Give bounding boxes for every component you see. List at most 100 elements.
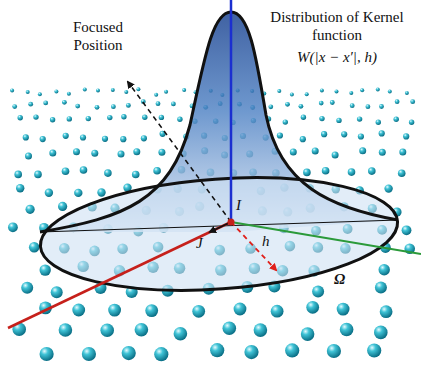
particle xyxy=(376,120,381,125)
particle xyxy=(133,148,140,155)
particle xyxy=(357,116,362,121)
particle xyxy=(95,105,100,110)
particle xyxy=(62,167,70,175)
particle xyxy=(126,103,131,108)
particle xyxy=(192,305,205,318)
particle xyxy=(164,90,168,94)
particle xyxy=(34,171,42,179)
particle xyxy=(111,104,116,109)
particle xyxy=(107,115,112,120)
particle xyxy=(379,130,385,136)
particle xyxy=(337,303,350,316)
particle-label: J xyxy=(196,234,203,252)
particle xyxy=(244,345,258,359)
particle xyxy=(40,264,51,275)
particle xyxy=(145,304,158,317)
particle xyxy=(367,343,381,357)
particle xyxy=(80,166,88,174)
particle xyxy=(136,87,140,91)
particle xyxy=(18,115,23,120)
particle xyxy=(51,286,63,298)
particle xyxy=(8,222,18,232)
particle xyxy=(108,304,121,317)
particle xyxy=(335,89,339,93)
particle xyxy=(33,114,38,119)
particle xyxy=(174,327,188,341)
particle xyxy=(58,202,67,211)
particle xyxy=(285,343,299,357)
radius-label: h xyxy=(262,232,270,250)
particle xyxy=(40,347,54,361)
particle xyxy=(379,264,390,275)
particle xyxy=(26,90,30,94)
particle xyxy=(23,134,29,140)
particle xyxy=(75,104,80,109)
focus-arrow xyxy=(128,82,231,222)
focus-label: Focused Position xyxy=(58,18,138,54)
particle xyxy=(332,152,339,159)
particle xyxy=(299,104,304,109)
particle xyxy=(300,136,306,142)
focused-particle xyxy=(228,219,235,226)
particle xyxy=(384,184,392,192)
support-domain xyxy=(37,167,402,302)
particle xyxy=(348,168,356,176)
particle xyxy=(376,88,380,92)
particle xyxy=(16,184,24,192)
particle xyxy=(349,91,353,95)
particle xyxy=(375,282,387,294)
particle xyxy=(277,89,281,93)
particle xyxy=(10,89,14,93)
particle xyxy=(374,326,388,340)
particle xyxy=(118,151,125,158)
particle xyxy=(306,301,319,314)
particle xyxy=(100,324,114,338)
particle xyxy=(82,347,96,361)
y-axis xyxy=(231,222,421,254)
particle xyxy=(45,189,53,197)
particle xyxy=(28,102,33,107)
particle xyxy=(50,117,55,122)
particle xyxy=(368,167,376,175)
particle xyxy=(322,167,330,175)
particle xyxy=(67,92,71,96)
particle xyxy=(410,99,415,104)
particle xyxy=(283,119,288,124)
particle xyxy=(124,90,128,94)
particle xyxy=(21,282,33,294)
particle xyxy=(303,169,311,177)
particle xyxy=(268,104,273,109)
particle xyxy=(254,323,268,337)
particle xyxy=(319,116,324,121)
particle-label: I xyxy=(236,196,241,214)
particle xyxy=(301,115,306,120)
particle xyxy=(29,242,40,253)
z-axis xyxy=(230,0,233,222)
particle xyxy=(62,100,67,105)
particle xyxy=(83,88,87,92)
particle xyxy=(156,101,161,106)
particle xyxy=(379,104,384,109)
kernel-formula: W(|x − x′|, h) xyxy=(262,48,412,66)
particle xyxy=(141,135,147,141)
particle xyxy=(321,131,327,137)
particle xyxy=(312,286,324,298)
particle xyxy=(154,347,168,361)
particle xyxy=(290,149,297,156)
particle xyxy=(111,88,115,92)
kernel-outline xyxy=(40,12,398,232)
particle xyxy=(305,92,309,96)
particle xyxy=(43,101,48,106)
particle xyxy=(154,93,158,97)
particle xyxy=(102,136,108,142)
particle xyxy=(177,117,182,122)
particle xyxy=(402,225,412,235)
particle xyxy=(73,148,80,155)
domain-label: Ω xyxy=(334,270,345,288)
particle xyxy=(171,102,176,107)
particle xyxy=(12,104,17,109)
particle xyxy=(312,147,319,154)
particle xyxy=(74,189,82,197)
particle xyxy=(394,117,399,122)
